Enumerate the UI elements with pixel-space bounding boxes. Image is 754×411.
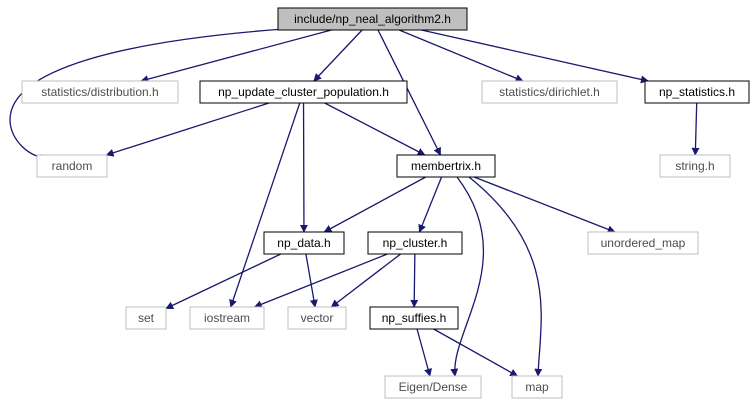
edge-membertrix-to-np-cluster <box>418 176 443 233</box>
node-np-data[interactable]: np_data.h <box>263 231 345 255</box>
edge-membertrix-to-np-data <box>323 176 427 233</box>
node-box-vector <box>287 306 347 330</box>
node-label-unordered-map: unordered_map <box>601 236 686 250</box>
edge-np-update-to-membertrix <box>324 102 426 156</box>
edge-root-to-stat-dist <box>140 29 332 84</box>
node-stat-dirichlet: statistics/dirichlet.h <box>481 80 618 104</box>
edge-np-suffies-to-eigen-dense <box>416 328 432 377</box>
node-np-cluster[interactable]: np_cluster.h <box>367 231 463 255</box>
node-label-iostream: iostream <box>204 311 250 325</box>
edge-np-statistics-to-string-h <box>691 102 700 156</box>
node-box-eigen-dense <box>384 375 482 399</box>
node-label-string-h: string.h <box>675 159 714 173</box>
node-box-set <box>125 306 167 330</box>
node-box-membertrix <box>396 154 496 178</box>
node-box-np-data <box>263 231 345 255</box>
node-set: set <box>125 306 167 330</box>
edge-root-to-stat-dirichlet <box>398 29 524 82</box>
edge-membertrix-to-map <box>468 176 543 377</box>
node-stat-dist: statistics/distribution.h <box>21 80 179 104</box>
edge-membertrix-to-eigen-dense <box>450 176 485 377</box>
node-np-suffies[interactable]: np_suffies.h <box>369 306 459 330</box>
node-box-stat-dirichlet <box>481 80 618 104</box>
node-map: map <box>511 375 563 399</box>
node-label-np-statistics: np_statistics.h <box>659 85 735 99</box>
node-label-map: map <box>525 380 549 394</box>
edge-root-to-np-statistics <box>421 29 649 84</box>
node-box-string-h <box>659 154 731 178</box>
node-box-np-suffies <box>369 306 459 330</box>
node-string-h: string.h <box>659 154 731 178</box>
node-label-np-suffies: np_suffies.h <box>382 311 447 325</box>
node-label-np-update: np_update_cluster_population.h <box>218 85 389 99</box>
edge-np-data-to-set <box>165 253 282 310</box>
node-vector: vector <box>287 306 347 330</box>
node-label-stat-dirichlet: statistics/dirichlet.h <box>499 85 600 99</box>
edge-membertrix-to-unordered-map <box>473 176 616 234</box>
node-random: random <box>36 154 108 178</box>
node-box-map <box>511 375 563 399</box>
node-box-root <box>277 7 468 31</box>
node-label-vector: vector <box>301 311 334 325</box>
node-box-np-cluster <box>367 231 463 255</box>
edge-root-to-np-update <box>313 29 363 82</box>
edge-np-cluster-to-np-suffies <box>410 253 419 308</box>
edge-root-to-membertrix <box>377 29 442 156</box>
node-np-statistics[interactable]: np_statistics.h <box>644 80 750 104</box>
node-iostream: iostream <box>189 306 265 330</box>
edge-np-update-to-random <box>105 102 270 157</box>
node-box-np-statistics <box>644 80 750 104</box>
node-label-root: include/np_neal_algorithm2.h <box>294 12 451 26</box>
nodes-layer: include/np_neal_algorithm2.h statistics/d… <box>21 7 750 399</box>
node-box-np-update <box>199 80 408 104</box>
node-label-eigen-dense: Eigen/Dense <box>399 380 468 394</box>
node-eigen-dense: Eigen/Dense <box>384 375 482 399</box>
edge-np-data-to-vector <box>305 253 318 308</box>
node-label-stat-dist: statistics/distribution.h <box>41 85 158 99</box>
node-box-random <box>36 154 108 178</box>
node-unordered-map: unordered_map <box>587 231 699 255</box>
node-label-membertrix: membertrix.h <box>411 159 481 173</box>
node-label-np-cluster: np_cluster.h <box>383 236 448 250</box>
node-box-iostream <box>189 306 265 330</box>
node-label-set: set <box>138 311 155 325</box>
node-box-stat-dist <box>21 80 179 104</box>
edge-np-update-to-iostream <box>229 102 301 308</box>
node-box-unordered-map <box>587 231 699 255</box>
node-label-np-data: np_data.h <box>277 236 330 250</box>
node-root[interactable]: include/np_neal_algorithm2.h <box>277 7 468 31</box>
node-label-random: random <box>52 159 93 173</box>
edges-layer <box>9 27 700 377</box>
edge-np-suffies-to-map <box>433 328 519 377</box>
edge-np-cluster-to-iostream <box>253 253 388 309</box>
edge-np-cluster-to-vector <box>330 253 402 308</box>
node-np-update[interactable]: np_update_cluster_population.h <box>199 80 408 104</box>
node-membertrix[interactable]: membertrix.h <box>396 154 496 178</box>
